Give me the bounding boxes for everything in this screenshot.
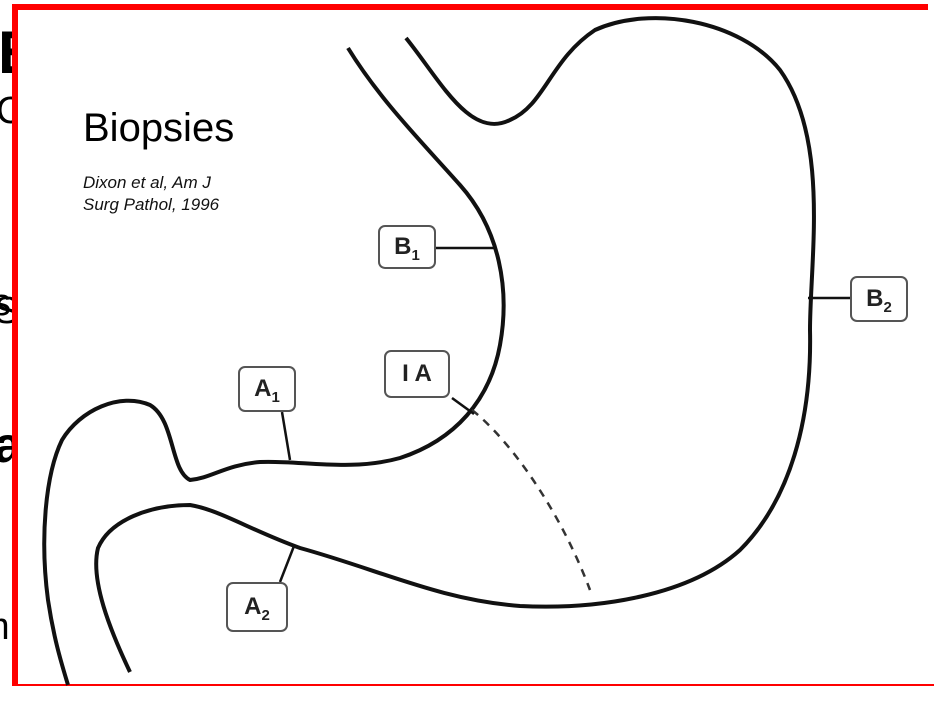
label-b2-sub: 2 (884, 299, 892, 316)
label-ia: I A (384, 350, 450, 398)
label-a1-letter: A (254, 375, 271, 402)
label-a2: A2 (226, 582, 288, 632)
label-b2-letter: B (866, 285, 883, 312)
angularis-dashed-line (472, 410, 590, 590)
citation-line-2: Surg Pathol, 1996 (83, 194, 283, 216)
label-b1-sub: 1 (412, 247, 420, 264)
a2-leader (280, 546, 294, 582)
label-b1-letter: B (394, 233, 411, 260)
label-b2: B2 (850, 276, 908, 322)
a1-leader (282, 412, 290, 460)
diagram-title: Biopsies (83, 106, 234, 151)
label-b1: B1 (378, 225, 436, 269)
citation-line-1: Dixon et al, Am J (83, 172, 283, 194)
label-a2-letter: A (244, 593, 261, 620)
label-ia-text: I A (402, 360, 432, 387)
citation: Dixon et al, Am J Surg Pathol, 1996 (83, 172, 283, 216)
label-a1-sub: 1 (272, 389, 280, 406)
label-a2-sub: 2 (262, 607, 270, 624)
ia-leader (452, 398, 474, 414)
label-a1: A1 (238, 366, 296, 412)
